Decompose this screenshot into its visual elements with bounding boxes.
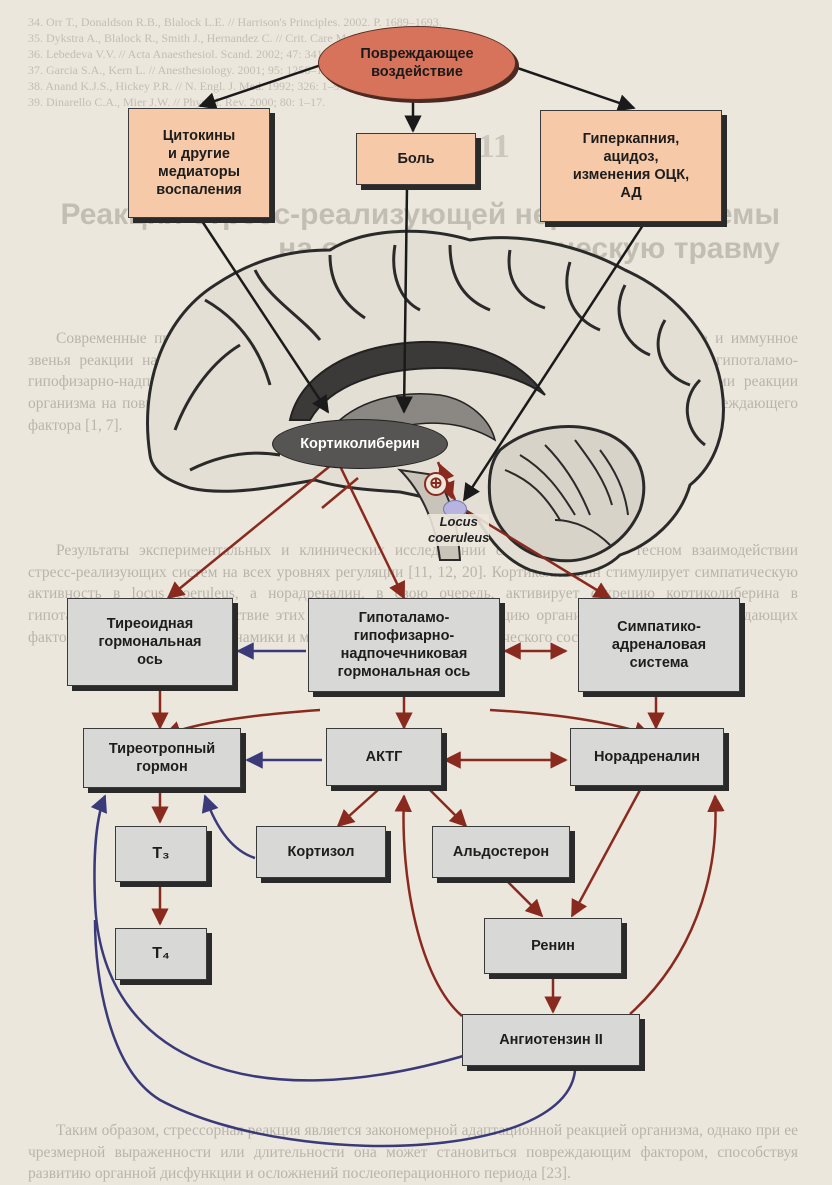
arrow-angiotensin-to-noradrenaline: [629, 794, 725, 1015]
renin-label: Ренин: [531, 938, 575, 954]
aldosterone-node: Альдостерон: [432, 826, 570, 878]
feedback-arrows: [90, 642, 577, 1148]
arrow-angiotensin-outer-loop: [93, 919, 577, 1148]
pain-node: Боль: [356, 133, 476, 185]
damaging-impact-node: Повреждающее воздействие: [318, 26, 516, 100]
tsh-label: Тиреотропный гормон: [108, 741, 216, 775]
arrow-acth-to-aldosterone: [429, 789, 468, 828]
aldosterone-label: Альдостерон: [452, 844, 550, 860]
arrow-angiotensin-to-tsh: [90, 794, 471, 1082]
renin-node: Ренин: [484, 918, 622, 974]
t3-label: Т₃: [152, 845, 170, 862]
arrow-crh-to-hpa-axis: [338, 465, 406, 600]
t4-label: Т₄: [152, 945, 170, 962]
hypercapnia-label: Гиперкапния, ацидоз, изменения ОЦК, АД: [572, 131, 690, 201]
noradrenaline-label: Норадреналин: [593, 749, 701, 765]
stimulus-arrows: [198, 60, 647, 502]
cytokines-label: Цитокины и другие медиаторы воспаления: [156, 128, 242, 198]
thyroid-axis-node: Тиреоидная гормональная ось: [67, 598, 233, 686]
angiotensin-label: Ангиотензин II: [499, 1032, 603, 1048]
cortisol-node: Кортизол: [256, 826, 386, 878]
arrow-hypercapnia-to-locus: [462, 221, 647, 502]
arrow-crh-feedback: [321, 477, 359, 509]
tsh-node: Тиреотропный гормон: [83, 728, 241, 788]
hpa-axis-label: Гипоталамо- гипофизарно- надпочечниковая…: [337, 610, 471, 680]
arrow-crh-to-thyroid-axis: [166, 465, 331, 600]
damaging-impact-label: Повреждающее воздействие: [360, 46, 474, 80]
sympathoadrenal-node: Симпатико- адреналовая система: [578, 598, 740, 692]
plus-icon: ⊕: [424, 472, 448, 496]
thyroid-axis-label: Тиреоидная гормональная ось: [98, 616, 202, 668]
sympathoadrenal-label: Симпатико- адреналовая система: [611, 619, 707, 671]
arrow-cytokines-to-crh: [198, 217, 330, 414]
pain-label: Боль: [397, 151, 435, 167]
noradrenaline-node: Норадреналин: [570, 728, 724, 786]
arrow-cortisol-to-tsh: [201, 794, 256, 860]
arrow-aldosterone-to-renin: [507, 881, 544, 918]
angiotensin-node: Ангиотензин II: [462, 1014, 640, 1066]
hypercapnia-node: Гиперкапния, ацидоз, изменения ОЦК, АД: [540, 110, 722, 222]
locus-coeruleus-label: Locus coeruleus: [428, 514, 490, 546]
arrow-acth-to-cortisol: [336, 789, 379, 828]
arrow-pain-to-crh: [395, 186, 413, 414]
arrow-angiotensin-to-acth: [394, 794, 463, 1017]
corticoliberin-node: Кортиколиберин: [272, 419, 448, 469]
cortisol-label: Кортизол: [287, 844, 355, 860]
acth-label: АКТГ: [365, 749, 403, 765]
acth-node: АКТГ: [326, 728, 442, 786]
arrow-impact-to-hypercapnia: [499, 60, 636, 112]
cytokines-node: Цитокины и другие медиаторы воспаления: [128, 108, 270, 218]
arrow-impact-to-cytokines: [198, 60, 331, 110]
t4-node: Т₄: [115, 928, 207, 980]
arrow-noradrenaline-to-renin: [570, 789, 642, 918]
hpa-axis-node: Гипоталамо- гипофизарно- надпочечниковая…: [308, 598, 500, 692]
corticoliberin-label: Кортиколиберин: [300, 436, 420, 452]
t3-node: Т₃: [115, 826, 207, 882]
